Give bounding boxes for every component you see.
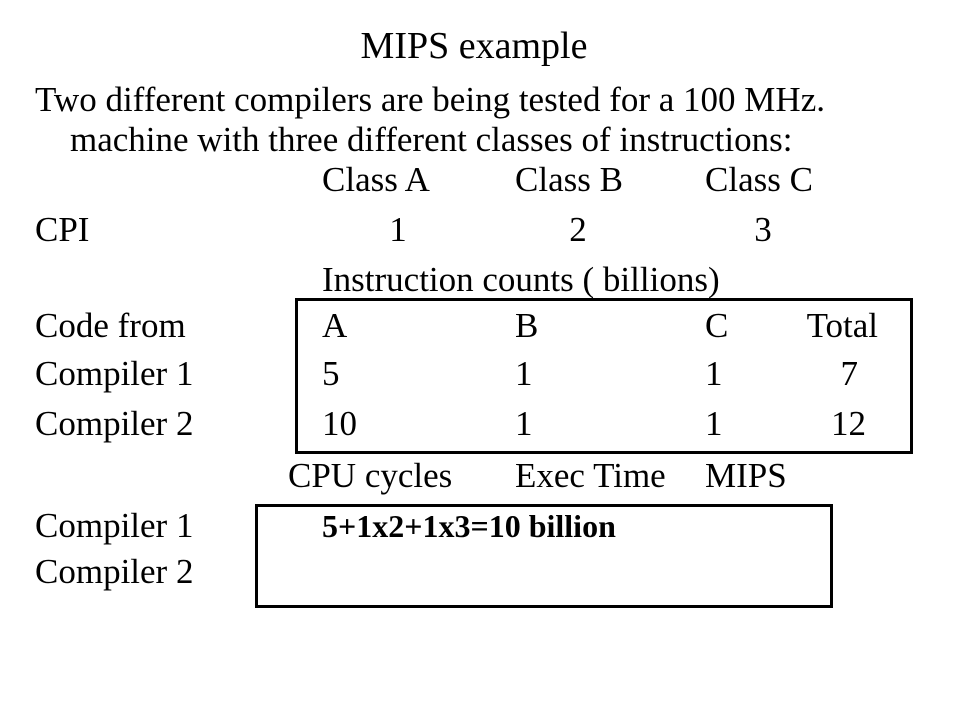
perf-row-1-label: Compiler 1 xyxy=(35,506,194,545)
perf-row-1-cpu-cycles: 5+1x2+1x3=10 billion xyxy=(322,508,616,544)
counts-row-1-b: 1 xyxy=(515,354,533,393)
counts-header-a: A xyxy=(322,306,348,345)
cpi-value-b: 2 xyxy=(569,210,587,249)
class-c-header: Class C xyxy=(705,160,813,199)
intro-line-1: Two different compilers are being tested… xyxy=(35,80,825,119)
counts-row-2-b: 1 xyxy=(515,404,533,443)
counts-header-total: Total xyxy=(806,306,878,345)
cpi-value-c: 3 xyxy=(754,210,772,249)
perf-table-box xyxy=(255,504,833,608)
counts-header-code-from: Code from xyxy=(35,306,186,345)
cpi-value-a: 1 xyxy=(389,210,407,249)
perf-header-exec-time: Exec Time xyxy=(515,456,666,495)
perf-row-2-label: Compiler 2 xyxy=(35,552,194,591)
counts-row-2-a: 10 xyxy=(322,404,357,443)
intro-line-2: machine with three different classes of … xyxy=(70,120,793,159)
cpi-label: CPI xyxy=(35,210,90,249)
perf-header-mips: MIPS xyxy=(705,456,787,495)
counts-row-2-label: Compiler 2 xyxy=(35,404,194,443)
counts-row-1-total: 7 xyxy=(840,354,859,393)
perf-header-cpu-cycles: CPU cycles xyxy=(288,456,453,495)
counts-row-2-c: 1 xyxy=(705,404,723,443)
counts-header-b: B xyxy=(515,306,539,345)
counts-row-1-a: 5 xyxy=(322,354,340,393)
instruction-counts-title: Instruction counts ( billions) xyxy=(322,260,720,299)
page-title: MIPS example xyxy=(360,25,588,67)
counts-row-1-c: 1 xyxy=(705,354,723,393)
class-a-header: Class A xyxy=(322,160,430,199)
counts-row-1-label: Compiler 1 xyxy=(35,354,194,393)
counts-row-2-total: 12 xyxy=(831,404,866,443)
class-b-header: Class B xyxy=(515,160,623,199)
counts-table-box xyxy=(295,298,913,454)
counts-header-c: C xyxy=(705,306,729,345)
